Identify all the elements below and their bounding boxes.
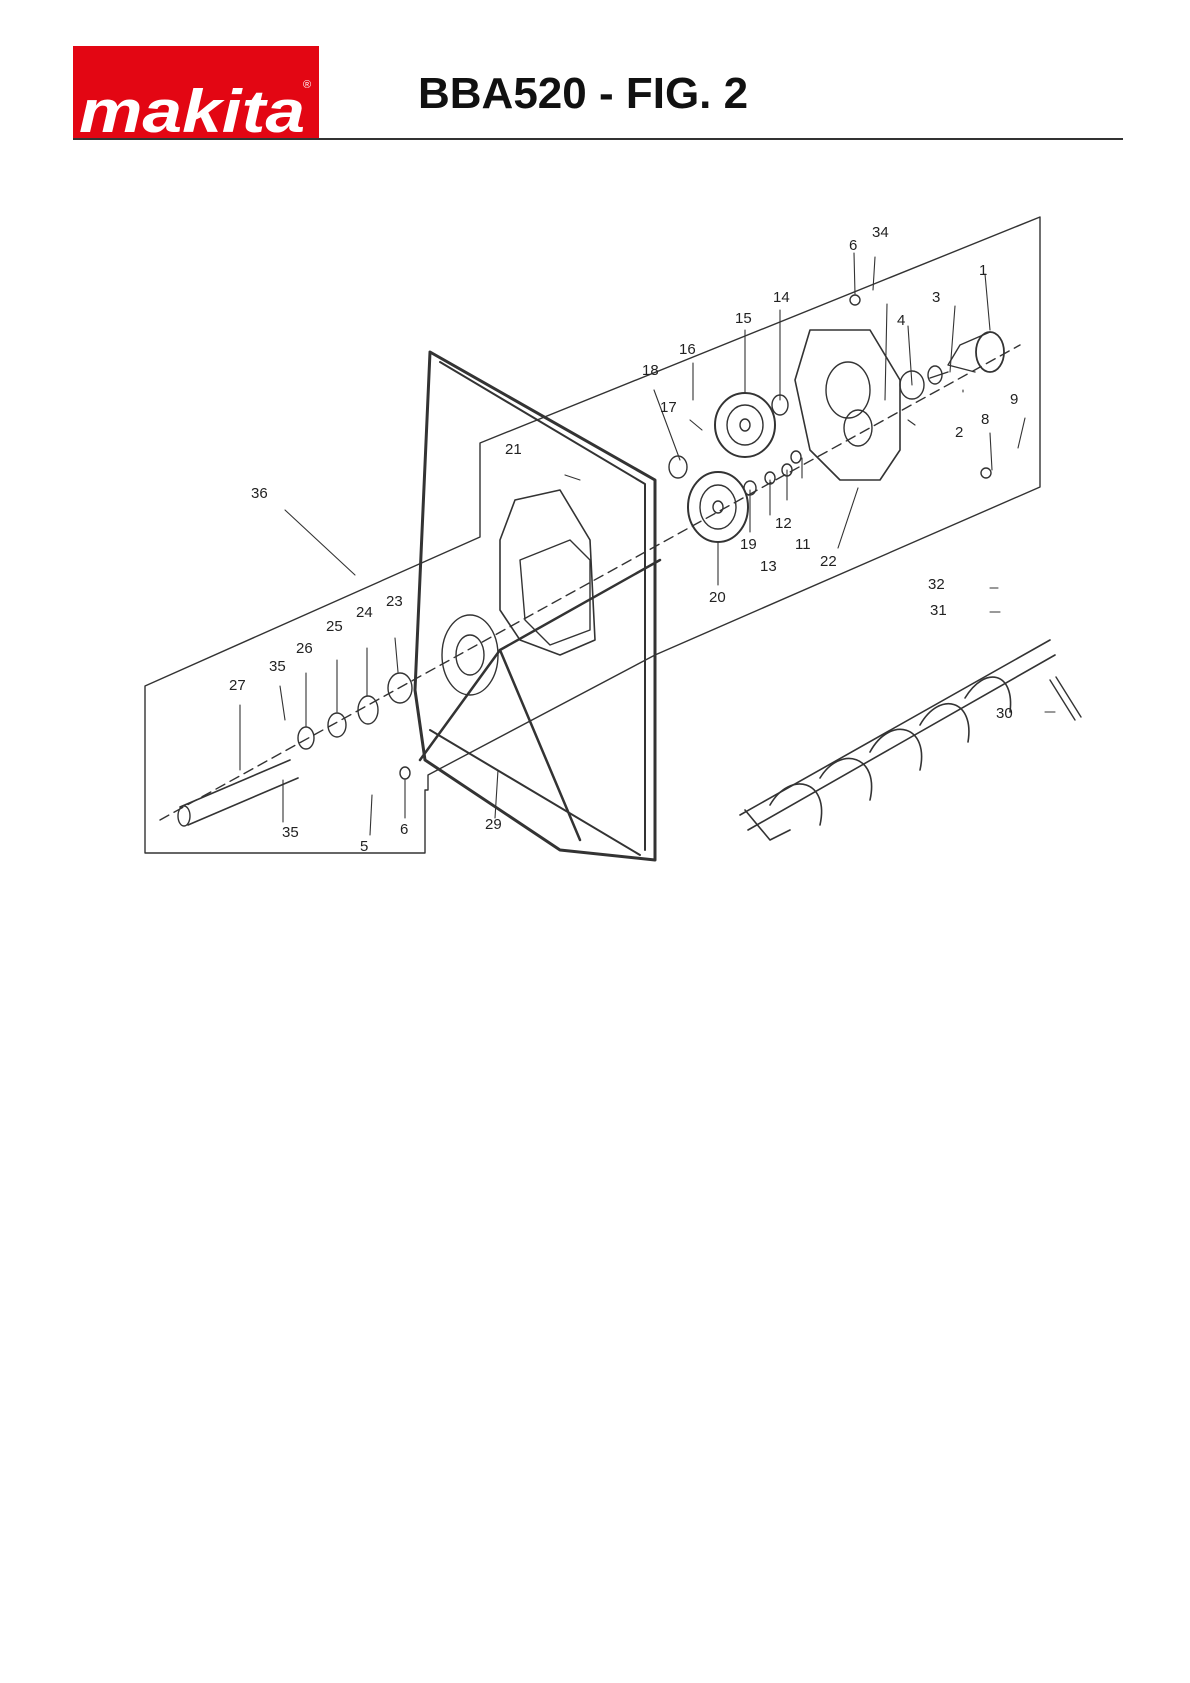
callout-32: 32 (928, 576, 945, 593)
callout-34: 34 (872, 224, 889, 241)
brand-wordmark: makita (79, 78, 305, 138)
callout-30: 30 (996, 705, 1013, 722)
callout-3: 3 (932, 289, 940, 306)
callout-6-lower: 6 (400, 821, 408, 838)
callout-17: 17 (660, 399, 677, 416)
callout-4: 4 (897, 312, 905, 329)
callout-14: 14 (773, 289, 790, 306)
axis-line (159, 344, 1021, 821)
callout-24: 24 (356, 604, 373, 621)
callout-21: 21 (505, 441, 522, 458)
callout-6-upper: 6 (849, 237, 857, 254)
clutch-drum (929, 331, 1005, 379)
callout-13: 13 (760, 558, 777, 575)
callout-29: 29 (485, 816, 502, 833)
callout-9: 9 (1010, 391, 1018, 408)
callout-31: 31 (930, 602, 947, 619)
callout-11: 11 (795, 536, 811, 553)
callout-27: 27 (229, 677, 246, 694)
makita-logo: makita ® (73, 46, 319, 138)
group-outline (144, 216, 1041, 854)
callout-35-upper: 35 (269, 658, 286, 675)
header-divider (73, 138, 1123, 140)
gear-20 (687, 471, 749, 543)
registered-mark: ® (303, 79, 311, 91)
callout-15: 15 (735, 310, 752, 327)
callout-25: 25 (326, 618, 343, 635)
callout-5: 5 (360, 838, 368, 855)
output-shaft (177, 759, 299, 827)
gear-case-left (441, 489, 596, 696)
callout-19: 19 (740, 536, 757, 553)
callout-20: 20 (709, 589, 726, 606)
auger (739, 639, 1056, 841)
callout-35-lower: 35 (282, 824, 299, 841)
bolt-30 (1049, 676, 1082, 721)
leader-lines (239, 252, 1056, 836)
callout-36: 36 (251, 485, 268, 502)
gear-case-cover (794, 329, 901, 481)
callout-23: 23 (386, 593, 403, 610)
callout-22: 22 (820, 553, 837, 570)
callout-12: 12 (775, 515, 792, 532)
callout-2: 2 (955, 424, 963, 441)
gear-15 (714, 392, 776, 458)
page-title: BBA520 - FIG. 2 (418, 69, 749, 118)
callout-18: 18 (642, 362, 659, 379)
callout-1: 1 (979, 262, 987, 279)
callout-16: 16 (679, 341, 696, 358)
callout-8: 8 (981, 411, 989, 428)
callout-26: 26 (296, 640, 313, 657)
frame (413, 350, 662, 862)
